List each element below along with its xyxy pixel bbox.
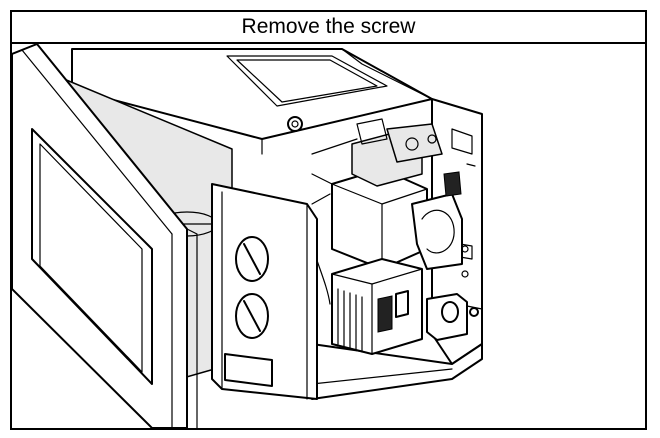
capacitor [426, 293, 483, 341]
rating-label [224, 353, 273, 387]
control-circuit [356, 118, 443, 163]
microwave-drawing [12, 44, 483, 428]
transformer [331, 258, 423, 355]
timer-knob[interactable] [235, 236, 269, 282]
microwave-illustration [12, 44, 645, 428]
instruction-panel: Remove the screw [10, 10, 647, 430]
power-knob[interactable] [235, 293, 269, 339]
instruction-title: Remove the screw [12, 12, 645, 44]
fan-housing [411, 171, 463, 270]
control-panel [211, 183, 318, 400]
oven-door[interactable] [12, 44, 198, 428]
door-window [31, 128, 153, 385]
